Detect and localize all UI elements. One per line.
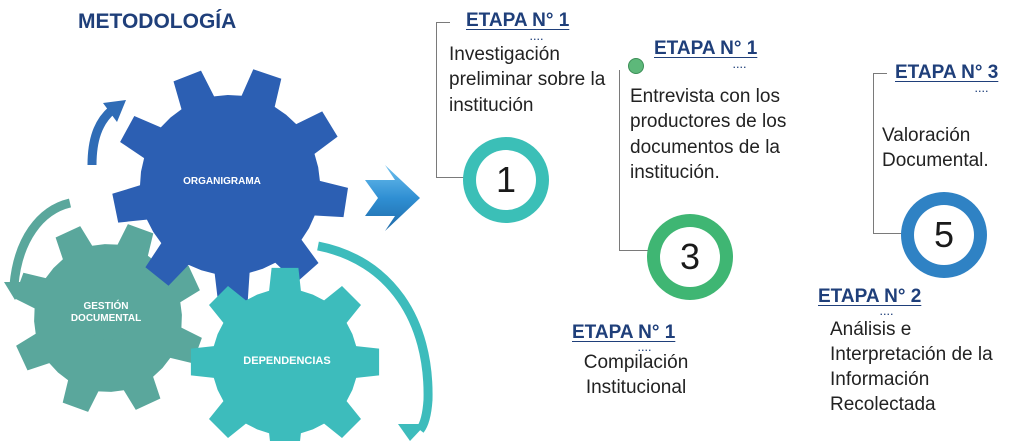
- stage3-number: 5: [913, 204, 975, 266]
- stage3-number-circle: 5: [901, 192, 987, 278]
- stage1-number: 1: [475, 149, 537, 211]
- stage1-text: Investigación preliminar sobre la instit…: [449, 44, 606, 116]
- stage3-bracket-bottom: [873, 233, 903, 234]
- gear-organigrama: [112, 69, 348, 303]
- stage2-bracket-bottom: [619, 250, 649, 251]
- gear-dependencias: [190, 267, 380, 441]
- gear-label-dependencias: DEPENDENCIAS: [243, 355, 331, 367]
- stage3-title: ETAPA N° 3: [895, 62, 999, 83]
- stage2-dots: ....: [733, 60, 748, 70]
- stage2-text: Entrevista con los productores de los do…: [630, 86, 787, 183]
- stage1-bracket-bottom: [436, 177, 466, 178]
- chevron-right-arrow-icon: [365, 165, 420, 231]
- stage4-text: Compilación Institucional: [583, 352, 689, 399]
- page-title: METODOLOGÍA: [78, 10, 237, 33]
- stage3-text: Valoración Documental.: [882, 125, 989, 172]
- arrowhead-right-icon: [398, 424, 426, 441]
- stage5-title: ETAPA N° 2: [818, 286, 922, 307]
- stage1-bracket-top: [436, 22, 450, 23]
- arrowhead-top-icon: [103, 100, 126, 122]
- gear-label-organigrama: ORGANIGRAMA: [183, 176, 261, 187]
- arrowhead-left-icon: [4, 282, 26, 300]
- stage2-number: 3: [659, 226, 721, 288]
- stage5-dots: ....: [880, 307, 895, 317]
- stage1-dots: ....: [530, 32, 545, 42]
- stage1-bracket-line: [436, 22, 437, 177]
- stage1-number-circle: 1: [463, 137, 549, 223]
- gears-diagram: [4, 69, 433, 441]
- stage4-dots: ....: [638, 343, 653, 353]
- curved-arrow-left-icon: [9, 198, 72, 286]
- stage2-number-circle: 3: [647, 214, 733, 300]
- stage5-text: Análisis e Interpretación de la Informac…: [830, 319, 993, 416]
- stage3-bracket-line: [873, 73, 874, 233]
- stage2-dot-icon: [628, 58, 644, 74]
- stage4-title: ETAPA N° 1: [572, 322, 676, 343]
- gear-label-gestion-documental: GESTIÓN DOCUMENTAL: [70, 301, 142, 324]
- curved-arrow-right-icon: [317, 241, 433, 433]
- stage2-bracket-line: [619, 70, 620, 250]
- curved-arrow-top-icon: [87, 106, 116, 166]
- stage2-title: ETAPA N° 1: [654, 38, 758, 59]
- stage3-bracket-top: [873, 73, 887, 74]
- stage1-title: ETAPA N° 1: [466, 10, 570, 31]
- stage3-dots: ....: [975, 84, 990, 94]
